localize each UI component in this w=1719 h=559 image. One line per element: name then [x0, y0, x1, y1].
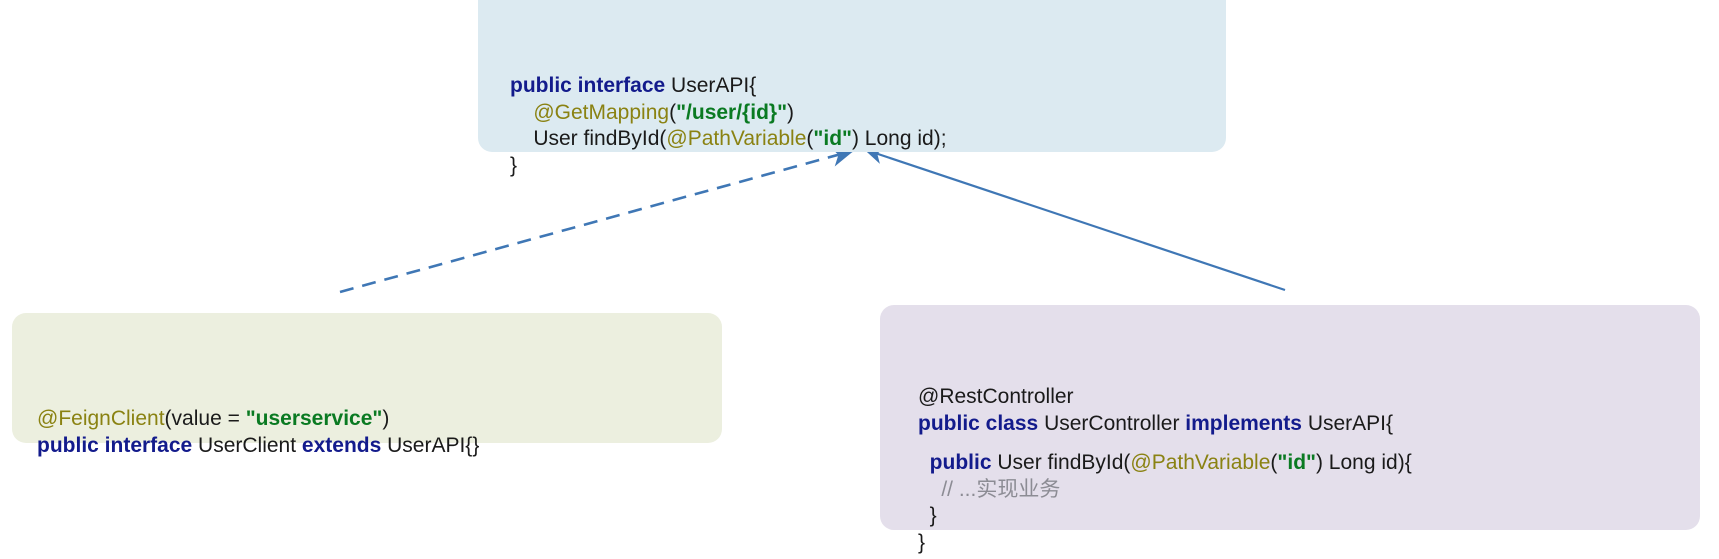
code-token: (value = — [164, 407, 246, 430]
code-line: @FeignClient(value = "userservice") — [37, 406, 722, 433]
code-line: public interface UserAPI{ — [510, 73, 1226, 100]
code-token: UserAPI{} — [387, 433, 480, 457]
code-token: "/user/{id}" — [676, 100, 788, 124]
code-token: @GetMapping — [533, 100, 670, 124]
code-token: UserClient — [198, 433, 302, 457]
code-block-user-controller: @RestController public class UserControll… — [918, 384, 1700, 556]
code-token: User findById( — [510, 127, 667, 150]
code-line — [918, 437, 1700, 450]
code-token: @PathVariable — [666, 127, 807, 150]
code-line: } — [918, 503, 1700, 530]
code-token: "userservice" — [245, 407, 383, 430]
code-line: User findById(@PathVariable("id") Long i… — [510, 126, 1226, 153]
code-line: } — [918, 530, 1700, 557]
code-token: extends — [301, 433, 388, 457]
code-token — [918, 451, 930, 474]
code-token: ) Long id){ — [1315, 451, 1412, 474]
code-token: } — [918, 530, 926, 554]
code-line: // ...实现业务 — [918, 477, 1700, 504]
code-box-user-controller: @RestController public class UserControll… — [880, 305, 1700, 554]
code-block-user-client: @FeignClient(value = "userservice")publi… — [37, 406, 722, 459]
code-token: ( — [669, 100, 677, 124]
code-token: UserAPI{ — [1307, 411, 1394, 435]
code-line: @GetMapping("/user/{id}") — [510, 100, 1226, 127]
code-token: "id" — [813, 127, 852, 150]
code-token: ) — [787, 100, 795, 124]
code-token: implements — [1185, 411, 1308, 435]
code-line: } — [510, 153, 1226, 180]
code-token: "id" — [1277, 451, 1316, 474]
code-token: public class — [918, 411, 1045, 435]
code-token: ) — [382, 407, 390, 430]
code-token: public interface — [510, 74, 672, 97]
code-line: public User findById(@PathVariable("id")… — [918, 450, 1700, 477]
code-token: ) Long id); — [851, 127, 947, 150]
code-token: } — [918, 504, 937, 527]
code-token: @PathVariable — [1130, 451, 1271, 474]
code-token: UserController — [1044, 411, 1186, 435]
code-box-user-client: @FeignClient(value = "userservice")publi… — [12, 313, 722, 457]
code-token: @FeignClient — [37, 407, 165, 430]
code-token: public interface — [37, 433, 199, 457]
code-line: public class UserController implements U… — [918, 411, 1700, 438]
code-token: UserAPI{ — [671, 74, 757, 97]
code-token: public — [929, 451, 998, 474]
code-token: @RestController — [918, 385, 1074, 408]
code-token — [510, 101, 533, 124]
code-line: @RestController — [918, 384, 1700, 411]
code-token: ( — [806, 127, 814, 150]
code-token: // ...实现业务 — [918, 477, 1061, 501]
code-token: } — [510, 153, 518, 177]
code-box-user-api: public interface UserAPI{ @GetMapping("/… — [478, 0, 1226, 177]
code-line: public interface UserClient extends User… — [37, 433, 722, 460]
code-token: ( — [1270, 451, 1278, 474]
code-token: User findById( — [997, 451, 1131, 474]
code-block-user-api: public interface UserAPI{ @GetMapping("/… — [510, 73, 1226, 179]
